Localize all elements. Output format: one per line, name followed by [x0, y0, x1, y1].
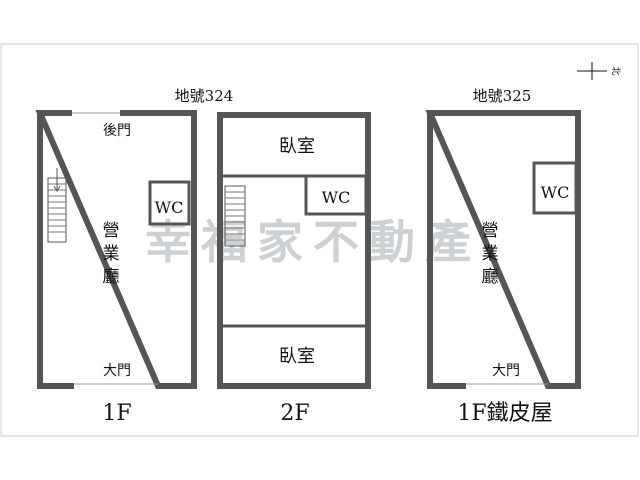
wc-room-1f [148, 180, 191, 226]
back-door-label: 後門 [103, 123, 131, 139]
hall-label-shed-char1: 營 [482, 221, 499, 241]
plan-1f-shed: WC 營 業 廳 大門 [425, 110, 581, 389]
lot-label-324: 地號324 [175, 87, 234, 105]
floor-label-1f: 1F [102, 401, 131, 426]
lot-label-325: 地號325 [473, 87, 532, 105]
wc-label-shed: WC [541, 183, 570, 202]
watermark-text: 幸福家不動產 [145, 215, 481, 269]
hall-label-1f-char3: 廳 [103, 267, 120, 287]
hall-label-1f-char2: 業 [103, 244, 120, 264]
north-label: 北 [610, 66, 621, 75]
hall-label-shed-char3: 廳 [482, 267, 499, 287]
walls-1f [35, 110, 197, 389]
plan-2f: WC 臥室 臥室 [217, 112, 371, 389]
plan-1f: WC 後門 營 業 廳 大門 [35, 110, 197, 389]
wc-label-2f: WC [322, 188, 351, 207]
bedroom-label-bottom: 臥室 [279, 346, 315, 367]
wc-room-shed [532, 161, 578, 215]
bedroom-label-top: 臥室 [279, 136, 315, 157]
hall-label-shed-char2: 業 [482, 244, 499, 264]
floor-label-2f: 2F [280, 401, 309, 426]
walls-2f [217, 112, 371, 389]
walls-1f-shed [425, 110, 581, 389]
stairs-icon [47, 168, 67, 243]
wc-label-1f: WC [155, 198, 184, 217]
wc-room-2f [304, 174, 368, 216]
hall-label-1f-char1: 營 [103, 221, 120, 241]
stairs-icon-2f [224, 185, 246, 247]
floor-label-1f-shed: 1F鐵皮屋 [457, 401, 552, 426]
frame-border [0, 43, 639, 437]
main-door-label-1f: 大門 [103, 363, 131, 379]
main-door-label-shed: 大門 [492, 363, 520, 379]
compass-icon: 北 [577, 62, 621, 80]
